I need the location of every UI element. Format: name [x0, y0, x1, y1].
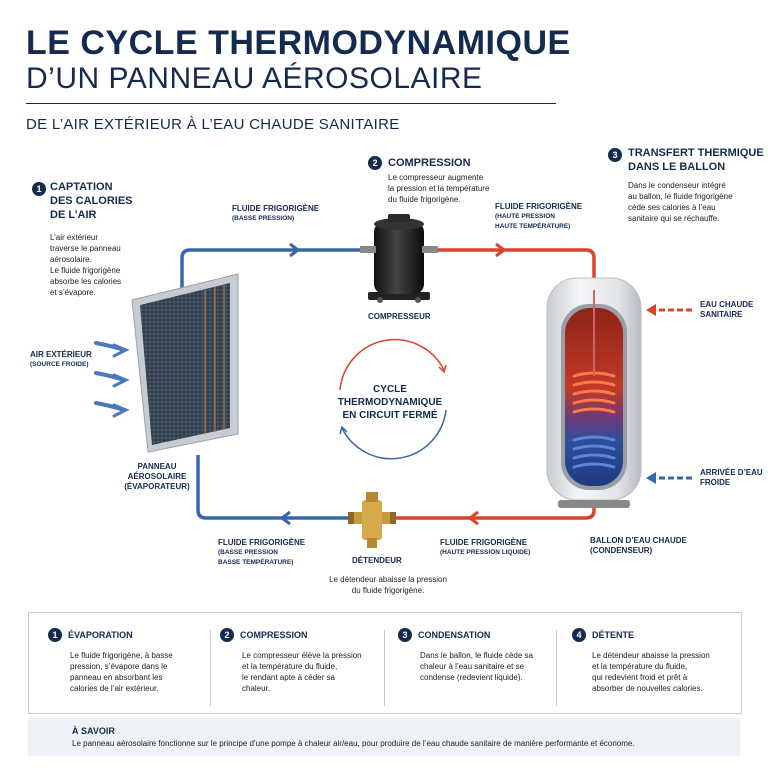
cold-pipe-bottom — [196, 455, 352, 520]
label-outside-air: AIR EXTÉRIEUR (SOURCE FROIDE) — [30, 350, 92, 368]
flow-arrow-hot-top — [495, 242, 507, 258]
section-title-compression: COMPRESSION — [388, 157, 471, 169]
label-fluid-low-pressure: FLUIDE FRIGORIGÈNE (BASSE PRESSION) — [232, 204, 320, 222]
title-divider — [26, 103, 556, 104]
info-text: Le panneau aérosolaire fonctionne sur le… — [72, 739, 635, 748]
step-number-badge: 3 — [398, 628, 412, 642]
label-cold-water: ARRIVÉE D’EAU FROIDE — [700, 468, 763, 487]
cycle-circle — [339, 338, 447, 460]
info-banner — [28, 718, 740, 756]
expansion-valve — [348, 492, 396, 548]
label-hot-water: EAU CHAUDE SANITAIRE — [700, 300, 754, 319]
step-title: CONDENSATION — [418, 630, 491, 640]
hot-water-tank — [546, 277, 642, 508]
cold-water-arrow — [646, 472, 692, 484]
page-subtitle: DE L’AIR EXTÉRIEUR À L’EAU CHAUDE SANITA… — [26, 116, 400, 133]
cycle-center-label: CYCLE THERMODYNAMIQUE EN CIRCUIT FERMÉ — [337, 384, 443, 421]
step-number-badge: 1 — [48, 628, 62, 642]
cold-pipe-top — [180, 248, 372, 290]
info-title: À SAVOIR — [72, 726, 115, 736]
step-title: DÉTENTE — [592, 630, 635, 640]
hot-pipe-top — [428, 248, 596, 288]
divider — [556, 630, 557, 706]
label-fluid-high-pressure: FLUIDE FRIGORIGÈNE (HAUTE PRESSION HAUTE… — [495, 202, 583, 230]
step-title: COMPRESSION — [240, 630, 308, 640]
step-card-evaporation: 1 ÉVAPORATION Le fluide frigorigène, à b… — [48, 628, 216, 694]
flow-arrow-hot-bottom — [467, 510, 479, 526]
divider — [384, 630, 385, 706]
steps-panel — [28, 612, 742, 714]
step-number-badge: 4 — [572, 628, 586, 642]
air-arrows — [94, 341, 130, 418]
step-card-detente: 4 DÉTENTE Le détendeur abaisse la pressi… — [572, 628, 740, 694]
label-fluid-high-pressure-liquid: FLUIDE FRIGORIGÈNE (HAUTE PRESSION LIQUI… — [440, 538, 531, 556]
divider — [210, 630, 211, 706]
label-panel: PANNEAU AÉROSOLAIRE (ÉVAPORATEUR) — [124, 462, 190, 491]
section-title-transfert: TRANSFERT THERMIQUE DANS LE BALLON — [628, 147, 764, 173]
section-title-captation: CAPTATION DES CALORIES DE L’AIR — [50, 181, 133, 221]
flow-arrow-cold-bottom — [279, 510, 291, 526]
step-number-badge: 2 — [220, 628, 234, 642]
step-number-badge: 2 — [368, 156, 382, 170]
page-title: LE CYCLE THERMODYNAMIQUE — [26, 24, 571, 62]
step-number-badge: 3 — [608, 148, 622, 162]
label-detendeur: DÉTENDEUR — [352, 556, 402, 565]
step-card-condensation: 3 CONDENSATION Dans le ballon, le fluide… — [398, 628, 566, 683]
step-number-badge: 1 — [32, 182, 46, 196]
aerosolar-panel — [131, 273, 239, 453]
page-title-line2: D’UN PANNEAU AÉROSOLAIRE — [26, 62, 483, 95]
hot-water-arrow — [646, 304, 692, 316]
text-detendeur: Le détendeur abaisse la pression du flui… — [329, 575, 447, 595]
label-compressor: COMPRESSEUR — [368, 312, 431, 321]
hot-pipe-bottom — [392, 492, 596, 520]
step-card-compression: 2 COMPRESSION Le compresseur élève la pr… — [220, 628, 388, 694]
label-tank: BALLON D’EAU CHAUDE (CONDENSEUR) — [590, 536, 687, 555]
label-fluid-low-pressure-low-temp: FLUIDE FRIGORIGÈNE (BASSE PRESSION BASSE… — [218, 538, 306, 566]
flow-arrow-cold-top — [289, 242, 301, 258]
step-title: ÉVAPORATION — [68, 630, 133, 640]
compressor — [360, 214, 438, 303]
